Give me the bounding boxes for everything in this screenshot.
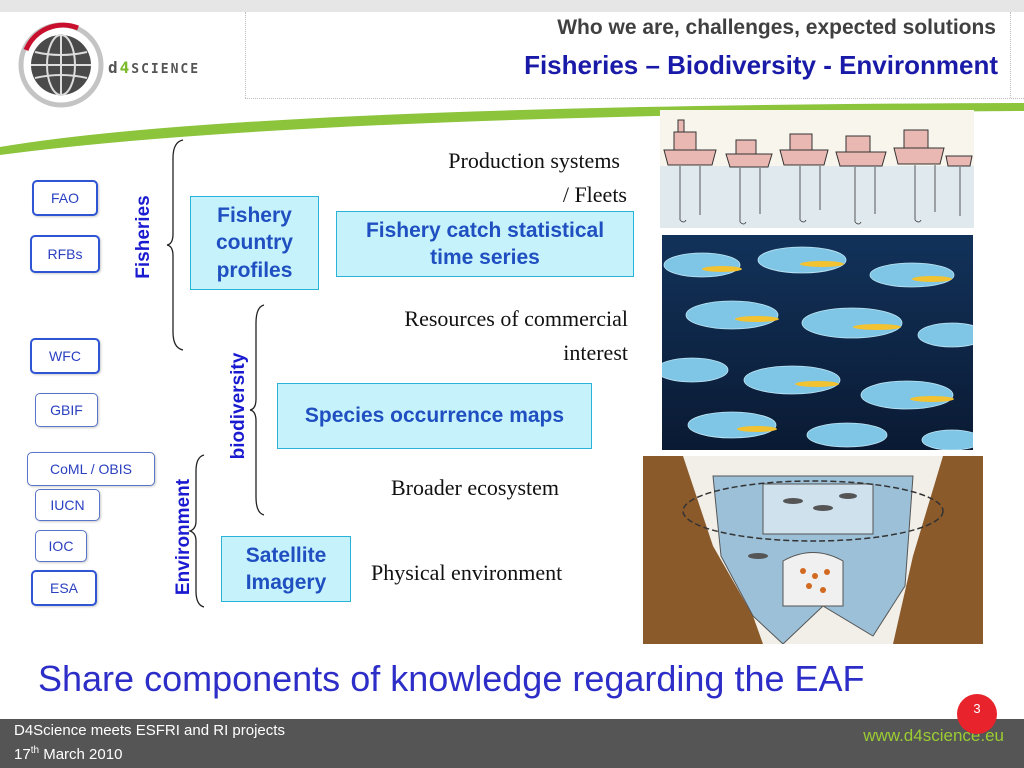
box-satellite-imagery: Satellite Imagery — [221, 536, 351, 602]
footer-date: 17th March 2010 — [14, 745, 122, 763]
agency-fao: FAO — [32, 180, 98, 216]
agency-esa: ESA — [31, 570, 97, 606]
environment-brace — [188, 454, 205, 608]
agency-ioc: IOC — [35, 530, 87, 562]
agency-wfc: WFC — [30, 338, 100, 374]
desc-production-line1: Production systems — [448, 148, 620, 173]
desc-resources-line1: Resources of commercial — [404, 306, 628, 331]
agency-iucn: IUCN — [35, 489, 100, 521]
ecosystem-diagram — [643, 456, 983, 644]
desc-production-line2: / Fleets — [562, 182, 627, 207]
agency-gbif: GBIF — [35, 393, 98, 427]
desc-broader-ecosystem: Broader ecosystem — [391, 475, 559, 500]
footer-date-rest: March 2010 — [39, 746, 123, 763]
header-divider-right — [1010, 12, 1012, 98]
top-strip — [0, 0, 1024, 12]
footer-date-day: 17 — [14, 746, 31, 763]
footer-event: D4Science meets ESFRI and RI projects — [14, 722, 285, 739]
fish-school-photo — [662, 235, 973, 450]
desc-physical-environment: Physical environment — [371, 560, 563, 585]
fishing-fleet-illustration — [660, 110, 974, 228]
logo-suffix: science — [131, 62, 201, 77]
desc-production-systems: Production systems / Fleets — [330, 144, 627, 212]
page-title: Who we are, challenges, expected solutio… — [557, 16, 996, 39]
box-fishery-catch-series: Fishery catch statistical time series — [336, 211, 634, 277]
footer-bar — [0, 719, 1024, 768]
logo-prefix: d — [108, 58, 120, 77]
page-number-badge: 3 — [957, 694, 997, 734]
box-fishery-country-profiles: Fishery country profiles — [190, 196, 319, 290]
fisheries-brace — [166, 139, 184, 351]
header-rule — [245, 98, 1024, 100]
category-fisheries: Fisheries — [133, 195, 154, 279]
box-species-occurrence-maps: Species occurrence maps — [277, 383, 592, 449]
green-swoosh — [0, 103, 1024, 155]
desc-resources-line2: interest — [563, 340, 628, 365]
footer-date-suffix: th — [30, 745, 40, 756]
d4science-globe-logo — [18, 22, 104, 108]
tagline: Share components of knowledge regarding … — [38, 658, 865, 699]
biodiversity-brace — [249, 304, 265, 516]
agency-rfbs: RFBs — [30, 235, 100, 273]
page-subtitle: Fisheries – Biodiversity - Environment — [524, 50, 998, 80]
header-divider — [245, 12, 247, 98]
agency-coml-obis: CoML / OBIS — [27, 452, 155, 486]
logo-accent: 4 — [119, 58, 132, 77]
desc-resources: Resources of commercial interest — [300, 302, 628, 370]
d4science-wordmark: d4science — [108, 58, 200, 77]
